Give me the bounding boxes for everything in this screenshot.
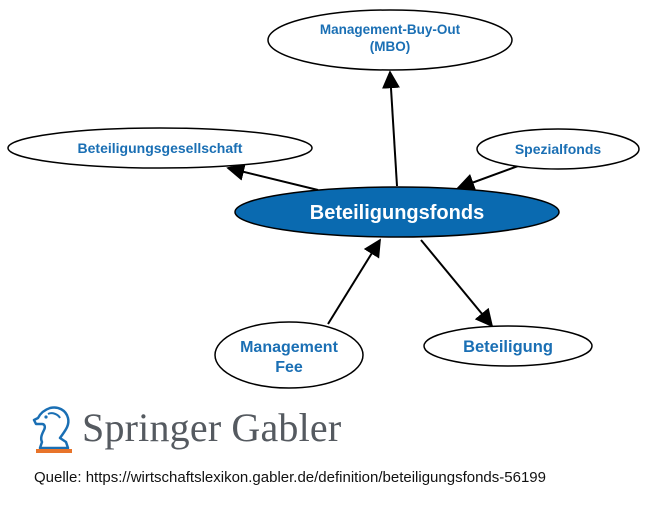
source-citation: Quelle: https://wirtschaftslexikon.gable… [34, 469, 546, 486]
node-management-fee[interactable]: Management Fee [214, 321, 364, 389]
chess-knight-icon [32, 406, 72, 453]
center-label: Beteiligungsfonds [310, 202, 484, 224]
node-beteiligung[interactable]: Beteiligung [423, 325, 593, 367]
node-beteiligung-label: Beteiligung [463, 338, 553, 356]
node-mbo-line-2: (MBO) [370, 39, 411, 54]
logo-brand: Springer [82, 405, 222, 450]
node-mbo[interactable]: Management-Buy-Out (MBO) [267, 9, 513, 71]
edge-center-to-beteiligung [420, 239, 494, 328]
node-mbo-line-1: Management-Buy-Out [320, 22, 461, 37]
node-fee-line-2: Fee [275, 359, 303, 376]
node-beteiligungsgesellschaft[interactable]: Beteiligungsgesellschaft [7, 127, 313, 169]
node-gesellschaft-label: Beteiligungsgesellschaft [78, 140, 243, 156]
edge-center-to-mbo [382, 70, 400, 187]
node-center-beteiligungsfonds[interactable]: Beteiligungsfonds [234, 186, 560, 238]
concept-diagram: Management-Buy-Out (MBO) Beteiligungsges… [7, 9, 640, 389]
node-fee-line-1: Management [240, 339, 338, 356]
edge-center-to-gesellschaft [226, 163, 319, 191]
edge-fee-to-center [327, 238, 381, 325]
logo-sub: Gabler [231, 405, 342, 450]
edge-spezialfonds-to-center [456, 165, 519, 191]
node-spezialfonds[interactable]: Spezialfonds [476, 128, 640, 170]
node-spezialfonds-label: Spezialfonds [515, 141, 602, 157]
